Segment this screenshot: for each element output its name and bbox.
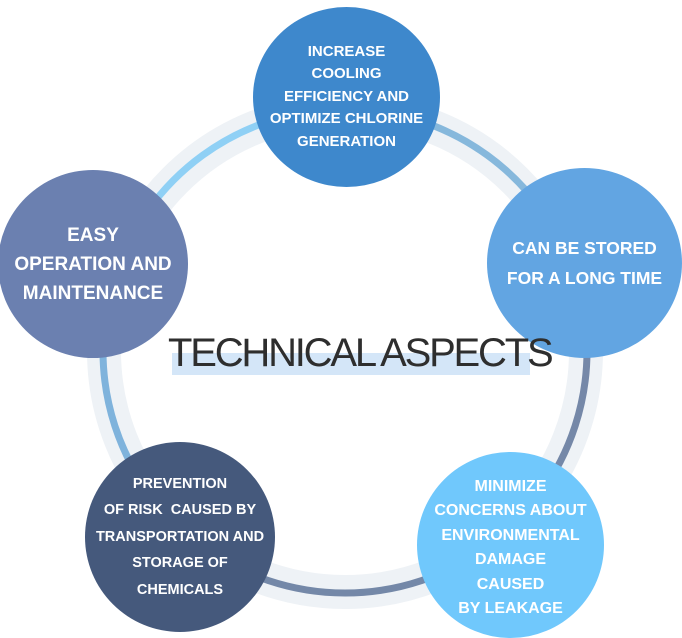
aspect-circle-easy-operation: EASY OPERATION AND MAINTENANCE (0, 170, 188, 358)
aspect-text: BY LEAKAGE (458, 600, 563, 617)
aspect-text: OF RISK CAUSED BY (103, 502, 257, 519)
aspect-text: EFFICIENCY AND (283, 87, 409, 105)
aspect-text: CAN BE STORED (512, 238, 657, 258)
aspect-text: MAINTENANCE (22, 282, 164, 304)
aspect-text: TRANSPORTATION AND (95, 528, 265, 545)
aspect-text: STORAGE OF (132, 555, 228, 572)
aspect-circle-environmental-damage: MINIMIZE CONCERNS ABOUT ENVIRONMENTAL DA… (417, 452, 604, 638)
diagram-title: TECHNICAL ASPECTS (168, 331, 554, 375)
aspect-text: INCREASE (307, 42, 386, 60)
aspect-circle-long-storage: CAN BE STORED FOR A LONG TIME (487, 168, 682, 358)
title-highlight (172, 353, 530, 375)
aspect-text: MINIMIZE (474, 477, 547, 495)
aspect-text: COOLING (311, 65, 382, 83)
aspect-text: CAUSED (476, 575, 545, 593)
aspect-text: OPTIMIZE CHLORINE (269, 110, 424, 128)
aspect-text: OPERATION AND (14, 253, 172, 275)
aspect-text: FOR A LONG TIME (506, 268, 663, 288)
aspect-text: EASY (67, 224, 119, 246)
aspect-circle-risk-prevention: PREVENTION OF RISK CAUSED BY TRANSPORTAT… (85, 442, 275, 632)
aspect-text: DAMAGE (474, 551, 547, 568)
aspect-circle-cooling-efficiency: INCREASE COOLING EFFICIENCY AND OPTIMIZE… (253, 7, 440, 187)
aspect-text: ENVIRONMENTAL (441, 526, 580, 544)
aspect-text: CONCERNS ABOUT (434, 502, 587, 519)
aspect-text: PREVENTION (132, 475, 228, 492)
aspect-text: GENERATION (297, 132, 396, 150)
aspect-text: CHEMICALS (136, 581, 224, 598)
